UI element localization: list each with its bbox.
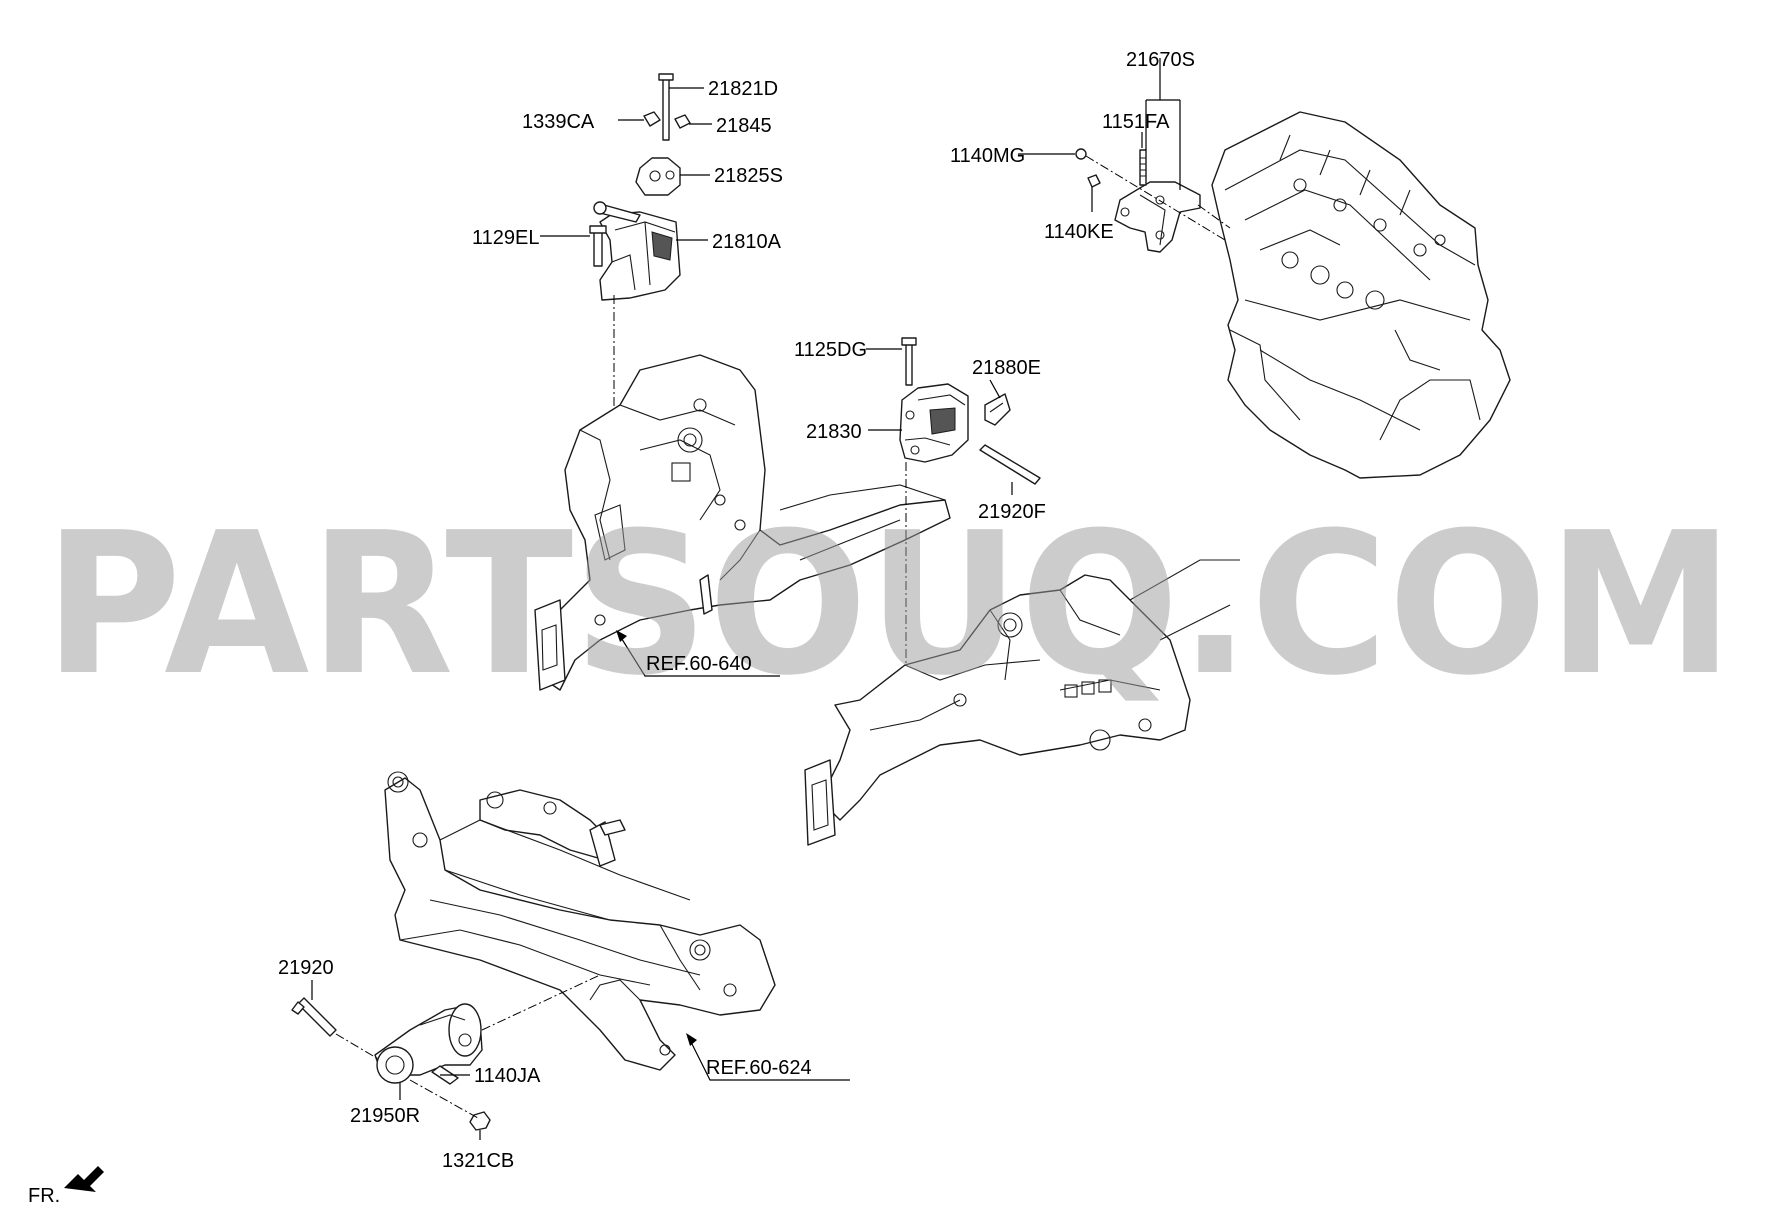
dash-bracket-engine <box>1197 204 1231 229</box>
nut-1339ca <box>643 111 661 127</box>
label-1140ke[interactable]: 1140KE <box>1044 221 1114 243</box>
label-1125dg[interactable]: 1125DG <box>794 339 867 361</box>
label-1151fa[interactable]: 1151FA <box>1102 111 1170 133</box>
bolt-21821d <box>662 77 670 141</box>
label-1129el[interactable]: 1129EL <box>472 227 539 249</box>
watermark: PARTSOUQ.COM <box>44 491 1734 719</box>
engine-mount-bracket <box>1075 148 1201 253</box>
label-1321cb[interactable]: 1321CB <box>442 1150 514 1172</box>
cover-21880e <box>984 393 1011 426</box>
label-1140mg[interactable]: 1140MG <box>950 145 1025 167</box>
bolt-1125dg <box>905 342 913 386</box>
leader-ref60624 <box>689 1039 850 1081</box>
mount-top-bracket-21825s <box>635 157 681 196</box>
label-21920[interactable]: 21920 <box>278 957 334 979</box>
engine-mount-21810a <box>593 201 681 301</box>
label-21920f[interactable]: 21920F <box>978 501 1046 523</box>
front-arrow-icon <box>64 1166 104 1192</box>
part-labels: 21821D 1339CA 21845 21825S 1129EL 21810A… <box>278 49 1195 1172</box>
label-21825s[interactable]: 21825S <box>714 165 783 187</box>
label-ref60624[interactable]: REF.60-624 <box>706 1057 812 1079</box>
label-21845[interactable]: 21845 <box>716 115 772 137</box>
transmission-mount-21830 <box>899 383 1011 463</box>
dash-1321cb <box>409 1079 479 1119</box>
leader-ref60640 <box>619 635 780 677</box>
leader-lines <box>311 58 1181 1140</box>
engine-block <box>1211 111 1511 479</box>
label-1339ca[interactable]: 1339CA <box>522 111 595 133</box>
label-ref60640[interactable]: REF.60-640 <box>646 653 752 675</box>
label-21821d[interactable]: 21821D <box>708 78 778 100</box>
dash-rollrod-subframe <box>481 974 601 1031</box>
bolt-21920 <box>297 997 337 1037</box>
nut-21845 <box>674 114 691 129</box>
bolt-21920f <box>979 444 1041 485</box>
roll-rod-21950r <box>374 1003 483 1084</box>
label-1140ja[interactable]: 1140JA <box>474 1065 541 1087</box>
label-21810a[interactable]: 21810A <box>712 231 782 253</box>
front-orientation-indicator: FR. <box>28 1166 104 1207</box>
right-side-frame <box>804 559 1240 846</box>
label-21830[interactable]: 21830 <box>806 421 862 443</box>
label-21670s[interactable]: 21670S <box>1126 49 1195 71</box>
dash-1140mg <box>1085 155 1226 241</box>
dash-21920 <box>335 1033 381 1061</box>
left-side-frame <box>534 354 951 691</box>
fr-label: FR. <box>28 1185 60 1207</box>
label-21880e[interactable]: 21880E <box>972 357 1041 379</box>
front-subframe <box>384 771 776 1071</box>
bolt-1129el <box>593 229 603 267</box>
label-21950r[interactable]: 21950R <box>350 1105 420 1127</box>
